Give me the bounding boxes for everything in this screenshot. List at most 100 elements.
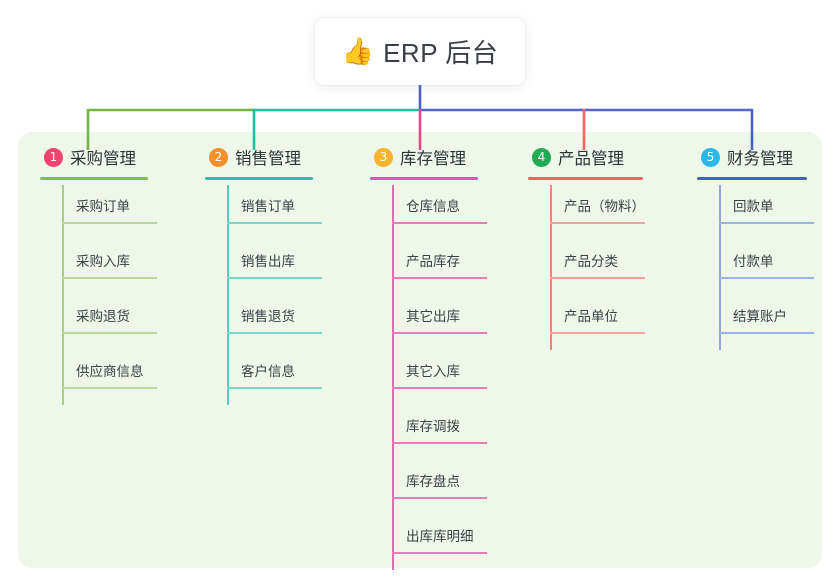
leaf-underline	[550, 222, 645, 224]
leaf-item[interactable]: 库存盘点	[370, 460, 487, 515]
leaf-underline	[227, 222, 322, 224]
column-4: 4 产品管理产品（物料） 产品分类产品单位	[528, 145, 645, 350]
leaf-underline	[719, 277, 814, 279]
column-title-2: 销售管理	[235, 150, 301, 168]
leaf-item[interactable]: 仓库信息	[370, 185, 487, 240]
leaf-item[interactable]: 其它入库	[370, 350, 487, 405]
leaf-underline	[392, 552, 487, 554]
leaf-underline	[550, 277, 645, 279]
leaf-label: 采购入库	[76, 254, 130, 269]
leaf-item[interactable]: 供应商信息	[40, 350, 157, 405]
leaf-spine-3	[392, 185, 394, 570]
leaf-list-3: 仓库信息产品库存其它出库其它入库库存调拨库存盘点出库库明细	[370, 185, 487, 570]
leaf-label: 回款单	[733, 199, 774, 214]
content-panel	[18, 132, 822, 568]
leaf-list-5: 回款单付款单结算账户	[697, 185, 814, 350]
column-badge-1: 1	[44, 147, 63, 167]
leaf-item[interactable]: 产品库存	[370, 240, 487, 295]
leaf-label: 其它出库	[406, 309, 460, 324]
column-header-2[interactable]: 2 销售管理	[205, 145, 313, 180]
leaf-underline	[62, 277, 157, 279]
leaf-item[interactable]: 其它出库	[370, 295, 487, 350]
column-underline-3	[370, 177, 478, 180]
leaf-item[interactable]: 付款单	[697, 240, 814, 295]
leaf-underline	[719, 222, 814, 224]
column-title-4: 产品管理	[558, 150, 624, 168]
leaf-item[interactable]: 客户信息	[205, 350, 322, 405]
root-node[interactable]: 👍 ERP 后台	[315, 18, 525, 85]
leaf-label: 仓库信息	[406, 199, 460, 214]
leaf-label: 库存盘点	[406, 474, 460, 489]
column-badge-4: 4	[532, 147, 551, 167]
leaf-label: 供应商信息	[76, 364, 144, 379]
column-underline-2	[205, 177, 313, 180]
leaf-label: 客户信息	[241, 364, 295, 379]
leaf-underline	[227, 332, 322, 334]
leaf-underline	[392, 222, 487, 224]
leaf-underline	[227, 387, 322, 389]
column-header-3[interactable]: 3 库存管理	[370, 145, 478, 180]
leaf-item[interactable]: 销售退货	[205, 295, 322, 350]
leaf-label: 产品（物料）	[564, 199, 645, 214]
leaf-underline	[227, 277, 322, 279]
column-badge-5: 5	[701, 147, 720, 167]
leaf-underline	[392, 387, 487, 389]
leaf-item[interactable]: 结算账户	[697, 295, 814, 350]
leaf-item[interactable]: 采购入库	[40, 240, 157, 295]
leaf-label: 其它入库	[406, 364, 460, 379]
leaf-list-4: 产品（物料） 产品分类产品单位	[528, 185, 645, 350]
column-title-1: 采购管理	[70, 150, 136, 168]
column-2: 2 销售管理销售订单销售出库销售退货客户信息	[205, 145, 322, 405]
leaf-label: 库存调拨	[406, 419, 460, 434]
column-title-3: 库存管理	[400, 150, 466, 168]
leaf-underline	[392, 277, 487, 279]
leaf-item[interactable]: 产品单位	[528, 295, 645, 350]
leaf-label: 销售退货	[241, 309, 295, 324]
leaf-spine-1	[62, 185, 64, 405]
leaf-label: 产品库存	[406, 254, 460, 269]
leaf-label: 结算账户	[733, 309, 787, 324]
column-underline-5	[697, 177, 807, 180]
connector-lines	[86, 84, 754, 150]
column-5: 5 财务管理回款单付款单结算账户	[697, 145, 814, 350]
leaf-item[interactable]: 产品（物料）	[528, 185, 645, 240]
leaf-label: 出库库明细	[406, 529, 474, 544]
leaf-underline	[392, 442, 487, 444]
column-header-5[interactable]: 5 财务管理	[697, 145, 807, 180]
leaf-underline	[550, 332, 645, 334]
column-header-1[interactable]: 1 采购管理	[40, 145, 148, 180]
column-1: 1 采购管理采购订单采购入库采购退货供应商信息	[40, 145, 157, 405]
leaf-label: 采购订单	[76, 199, 130, 214]
column-3: 3 库存管理仓库信息产品库存其它出库其它入库库存调拨库存盘点出库库明细	[370, 145, 487, 570]
leaf-underline	[392, 497, 487, 499]
leaf-item[interactable]: 采购退货	[40, 295, 157, 350]
leaf-item[interactable]: 出库库明细	[370, 515, 487, 570]
leaf-item[interactable]: 销售出库	[205, 240, 322, 295]
column-header-4[interactable]: 4 产品管理	[528, 145, 643, 180]
leaf-label: 销售订单	[241, 199, 295, 214]
leaf-label: 产品分类	[564, 254, 618, 269]
leaf-item[interactable]: 回款单	[697, 185, 814, 240]
leaf-list-1: 采购订单采购入库采购退货供应商信息	[40, 185, 157, 405]
column-badge-2: 2	[209, 147, 228, 167]
leaf-spine-4	[550, 185, 552, 350]
column-underline-1	[40, 177, 148, 180]
leaf-label: 采购退货	[76, 309, 130, 324]
root-title: ERP 后台	[383, 38, 499, 68]
leaf-underline	[62, 222, 157, 224]
leaf-item[interactable]: 销售订单	[205, 185, 322, 240]
leaf-label: 产品单位	[564, 309, 618, 324]
leaf-item[interactable]: 产品分类	[528, 240, 645, 295]
column-title-5: 财务管理	[727, 150, 793, 168]
leaf-underline	[62, 332, 157, 334]
leaf-underline	[719, 332, 814, 334]
leaf-underline	[62, 387, 157, 389]
column-underline-4	[528, 177, 643, 180]
column-badge-3: 3	[374, 147, 393, 167]
leaf-list-2: 销售订单销售出库销售退货客户信息	[205, 185, 322, 405]
thumbs-up-icon: 👍	[341, 36, 375, 67]
leaf-item[interactable]: 采购订单	[40, 185, 157, 240]
leaf-item[interactable]: 库存调拨	[370, 405, 487, 460]
